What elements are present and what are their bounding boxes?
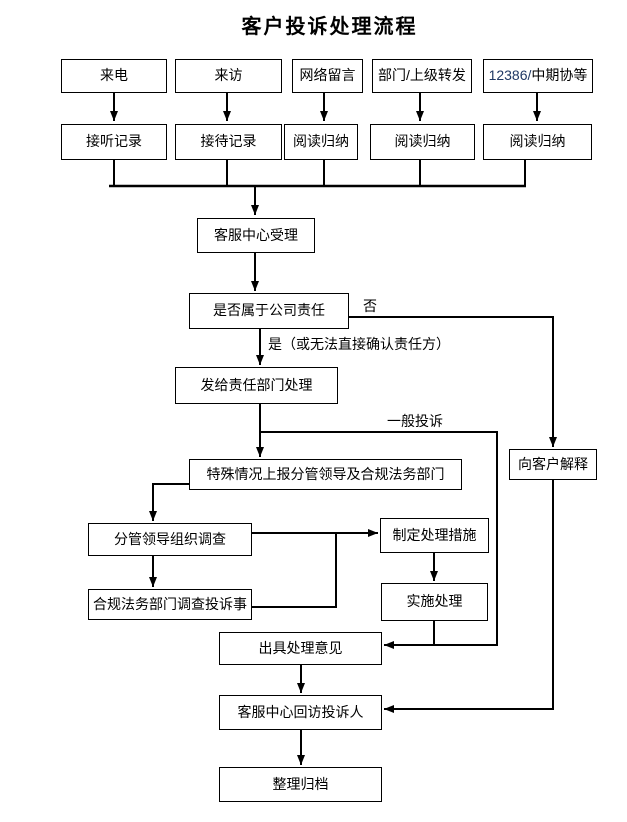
node-archive-label: 整理归档 — [272, 775, 329, 792]
node-decision-label: 是否属于公司责任 — [213, 302, 325, 319]
node-read-summary-1: 阅读归纳 — [284, 124, 358, 160]
node-send-responsible-dept-label: 发给责任部门处理 — [200, 376, 313, 393]
node-special-report: 特殊情况上报分管领导及合规法务部门 — [189, 459, 462, 490]
edge-label-yes: 是（或无法直接确认责任方） — [268, 336, 450, 352]
edge-label-no: 否 — [363, 298, 377, 314]
node-implement-handling: 实施处理 — [381, 583, 488, 621]
node-revisit-label: 客服中心回访投诉人 — [237, 703, 364, 720]
node-reception-record: 接待记录 — [175, 124, 282, 160]
node-read-summary-2: 阅读归纳 — [370, 124, 475, 160]
node-send-responsible-dept: 发给责任部门处理 — [175, 367, 338, 404]
node-web-message-label: 网络留言 — [299, 67, 356, 84]
node-phone-call: 来电 — [61, 59, 167, 93]
node-service-center-accept-label: 客服中心受理 — [214, 226, 298, 243]
node-special-report-label: 特殊情况上报分管领导及合规法务部门 — [206, 465, 445, 482]
node-reception-record-label: 接待记录 — [200, 133, 257, 150]
node-issue-opinion-label: 出具处理意见 — [258, 639, 343, 656]
node-leader-investigation-label: 分管领导组织调查 — [114, 530, 226, 547]
node-web-message: 网络留言 — [292, 59, 363, 93]
node-make-measures-label: 制定处理措施 — [392, 526, 477, 543]
node-make-measures: 制定处理措施 — [380, 518, 489, 553]
node-visit-label: 来访 — [214, 67, 243, 84]
node-dept-forward: 部门/上级转发 — [372, 59, 472, 93]
node-implement-label: 实施处理 — [406, 593, 463, 610]
node-compliance-investigation-label: 合规法务部门调查投诉事 — [93, 595, 247, 612]
node-revisit-complainant: 客服中心回访投诉人 — [219, 695, 382, 730]
node-explain-to-customer: 向客户解释 — [509, 449, 597, 480]
node-12386-number: 12386/ — [488, 67, 532, 84]
node-visit: 来访 — [175, 59, 282, 93]
node-issue-opinion: 出具处理意见 — [219, 632, 382, 665]
node-read-summary-3: 阅读归纳 — [483, 124, 592, 160]
node-leader-investigation: 分管领导组织调查 — [88, 523, 252, 556]
node-listen-record-label: 接听记录 — [86, 133, 142, 150]
node-listen-record: 接听记录 — [61, 124, 167, 160]
node-archive: 整理归档 — [219, 767, 382, 802]
node-compliance-investigation: 合规法务部门调查投诉事 — [88, 589, 252, 620]
node-12386-rest: 中期协等 — [531, 67, 588, 84]
page-title: 客户投诉处理流程 — [241, 16, 418, 38]
node-read-summary-1-label: 阅读归纳 — [293, 133, 349, 150]
flow-compliance-to-measures — [252, 534, 337, 608]
node-read-summary-2-label: 阅读归纳 — [394, 133, 451, 150]
node-hotline-12386: 12386/中期协等 — [483, 59, 593, 93]
node-read-summary-3-label: 阅读归纳 — [509, 133, 566, 150]
node-decision-company-responsibility: 是否属于公司责任 — [189, 293, 349, 329]
flow-special-to-leader — [149, 483, 189, 521]
edge-label-general-complaint: 一般投诉 — [387, 413, 443, 429]
node-explain-label: 向客户解释 — [518, 455, 588, 472]
node-service-center-accept: 客服中心受理 — [197, 218, 315, 253]
node-phone-call-label: 来电 — [100, 67, 128, 84]
node-dept-forward-label: 部门/上级转发 — [378, 67, 466, 84]
